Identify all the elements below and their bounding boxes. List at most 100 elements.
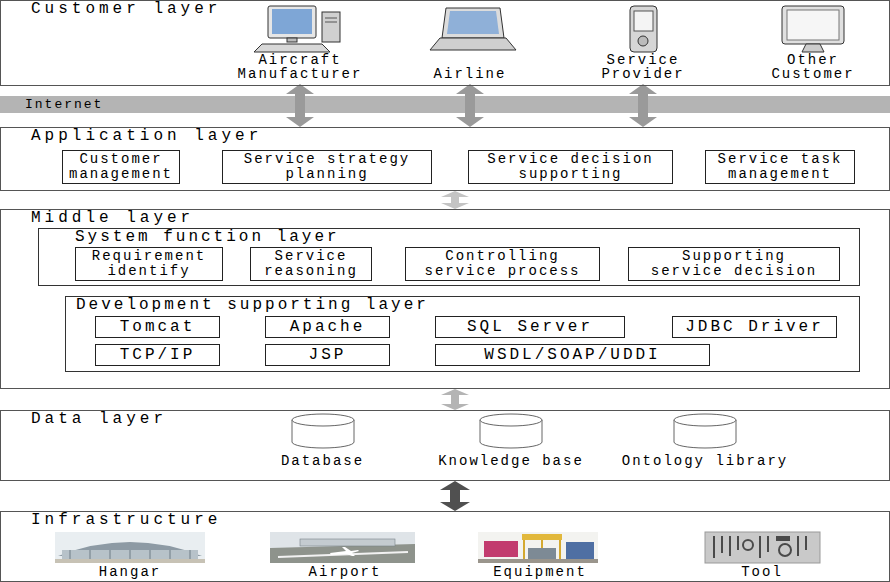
function-box: Supporting service decision [628, 247, 840, 281]
cylinder-top [292, 414, 354, 426]
double-arrow [450, 490, 460, 502]
layer-band: Middle layerSystem function layerRequire… [0, 209, 890, 389]
hangar-photo-part [62, 550, 198, 559]
laptop-icon [430, 8, 516, 50]
customer-item: Airline [405, 6, 535, 84]
monitor-icon-part [802, 44, 824, 52]
layer-band: Customer layerAircraft ManufacturerAirli… [0, 0, 890, 86]
item-label: Equipment [493, 565, 587, 579]
tool-board-photo-part [779, 544, 791, 556]
laptop-icon-part [442, 8, 504, 38]
layer-heading: Data layer [31, 411, 889, 427]
item-label: Airport [309, 565, 382, 579]
laptop-icon-part [430, 38, 516, 50]
infrastructure-item: Tool [682, 528, 842, 579]
equipment-photo-part [566, 542, 594, 559]
desktop-computer-icon [254, 6, 340, 52]
tool-board-photo-part [714, 536, 806, 558]
pda-icon [630, 6, 657, 52]
function-label: Service strategy planning [227, 152, 427, 182]
equipment-photo-part [484, 541, 518, 557]
function-box: Controlling service process [405, 247, 600, 281]
desktop-computer-icon-part [254, 44, 330, 52]
function-box: Customer management [62, 150, 180, 184]
customer-item: Other Customer [748, 6, 878, 84]
monitor-icon-part [782, 6, 844, 44]
double-arrow [451, 197, 459, 203]
equipment-photo-part [528, 548, 556, 559]
monitor-icon-part [787, 10, 839, 40]
storage-cylinder: Knowledge base [426, 413, 596, 468]
airport-photo-part [330, 547, 359, 556]
pda-icon-part [630, 6, 657, 52]
equipment-photo [478, 532, 598, 563]
function-box: Service task management [705, 150, 855, 184]
double-arrow [638, 94, 648, 117]
function-label: Service reasoning [255, 249, 367, 279]
hangar-photo-part [55, 559, 205, 563]
item-label: Hangar [99, 565, 161, 579]
laptop-icon-part [447, 11, 499, 34]
airport-photo-part [270, 532, 415, 563]
layer-heading: Application layer [31, 128, 889, 144]
sublayer-box: System function layerRequirement identif… [38, 228, 860, 286]
layer-heading: Customer layer [31, 1, 889, 17]
infrastructure-item: Equipment [460, 528, 620, 579]
function-label: Controlling service process [410, 249, 595, 279]
item-label: Airline [434, 67, 507, 81]
component-label: Tomcat [120, 318, 196, 336]
monitor-icon [782, 6, 844, 52]
airport-photo-part [270, 544, 415, 563]
component-label: Apache [290, 318, 366, 336]
function-label: Customer management [67, 152, 175, 182]
double-arrow [295, 94, 305, 117]
hangar-photo [55, 532, 205, 563]
infrastructure-item: Airport [265, 528, 425, 579]
item-label: Service Provider [573, 53, 713, 81]
component-label: SQL Server [467, 318, 593, 336]
customer-item: Service Provider [573, 6, 713, 84]
store-label: Knowledge base [438, 454, 584, 468]
airport-photo [270, 532, 415, 563]
hangar-photo-part [55, 532, 205, 563]
customer-item: Aircraft Manufacturer [215, 6, 385, 84]
desktop-computer-icon-part [325, 18, 337, 22]
desktop-computer-icon-part [287, 38, 297, 42]
component-box: JSP [265, 344, 390, 366]
equipment-photo-part [478, 559, 598, 563]
cylinder-top [480, 414, 542, 426]
airport-photo-part [300, 539, 395, 546]
cylinder-outline [672, 413, 738, 449]
function-label: Service task management [710, 152, 850, 182]
item-label: Tool [741, 565, 783, 579]
sublayer-heading: System function layer [75, 229, 859, 245]
function-box: Service reasoning [250, 247, 372, 281]
component-box: TCP/IP [95, 344, 220, 366]
store-label: Ontology library [622, 454, 788, 468]
pda-icon-part [638, 36, 648, 46]
item-label: Other Customer [748, 53, 878, 81]
double-arrow [451, 395, 459, 404]
function-label: Service decision supporting [473, 152, 668, 182]
storage-cylinder: Ontology library [612, 413, 798, 468]
sublayer-heading: Development supporting layer [76, 297, 859, 313]
pda-icon-part [634, 11, 653, 31]
layer-band: InfrastructureHangarAirportEquipmentTool [0, 511, 890, 582]
cylinder-outline [290, 413, 356, 449]
store-label: Database [281, 454, 364, 468]
internet-bar-fill [0, 96, 890, 113]
layer-heading: Middle layer [31, 210, 889, 226]
function-box: Service decision supporting [468, 150, 673, 184]
desktop-computer-icon-part [272, 9, 312, 34]
component-label: JDBC Driver [685, 318, 824, 336]
storage-cylinder: Database [255, 413, 390, 468]
layer-band: Application layerCustomer management Serv… [0, 127, 890, 191]
component-box: Tomcat [95, 316, 220, 338]
equipment-photo-part [478, 532, 598, 563]
component-box: Apache [265, 316, 390, 338]
layer-band: Data layerDatabase Knowledge base Ontology… [0, 410, 890, 481]
tool-board-photo-part [776, 536, 790, 541]
item-label: Aircraft Manufacturer [215, 53, 385, 81]
component-box: SQL Server [435, 316, 625, 338]
